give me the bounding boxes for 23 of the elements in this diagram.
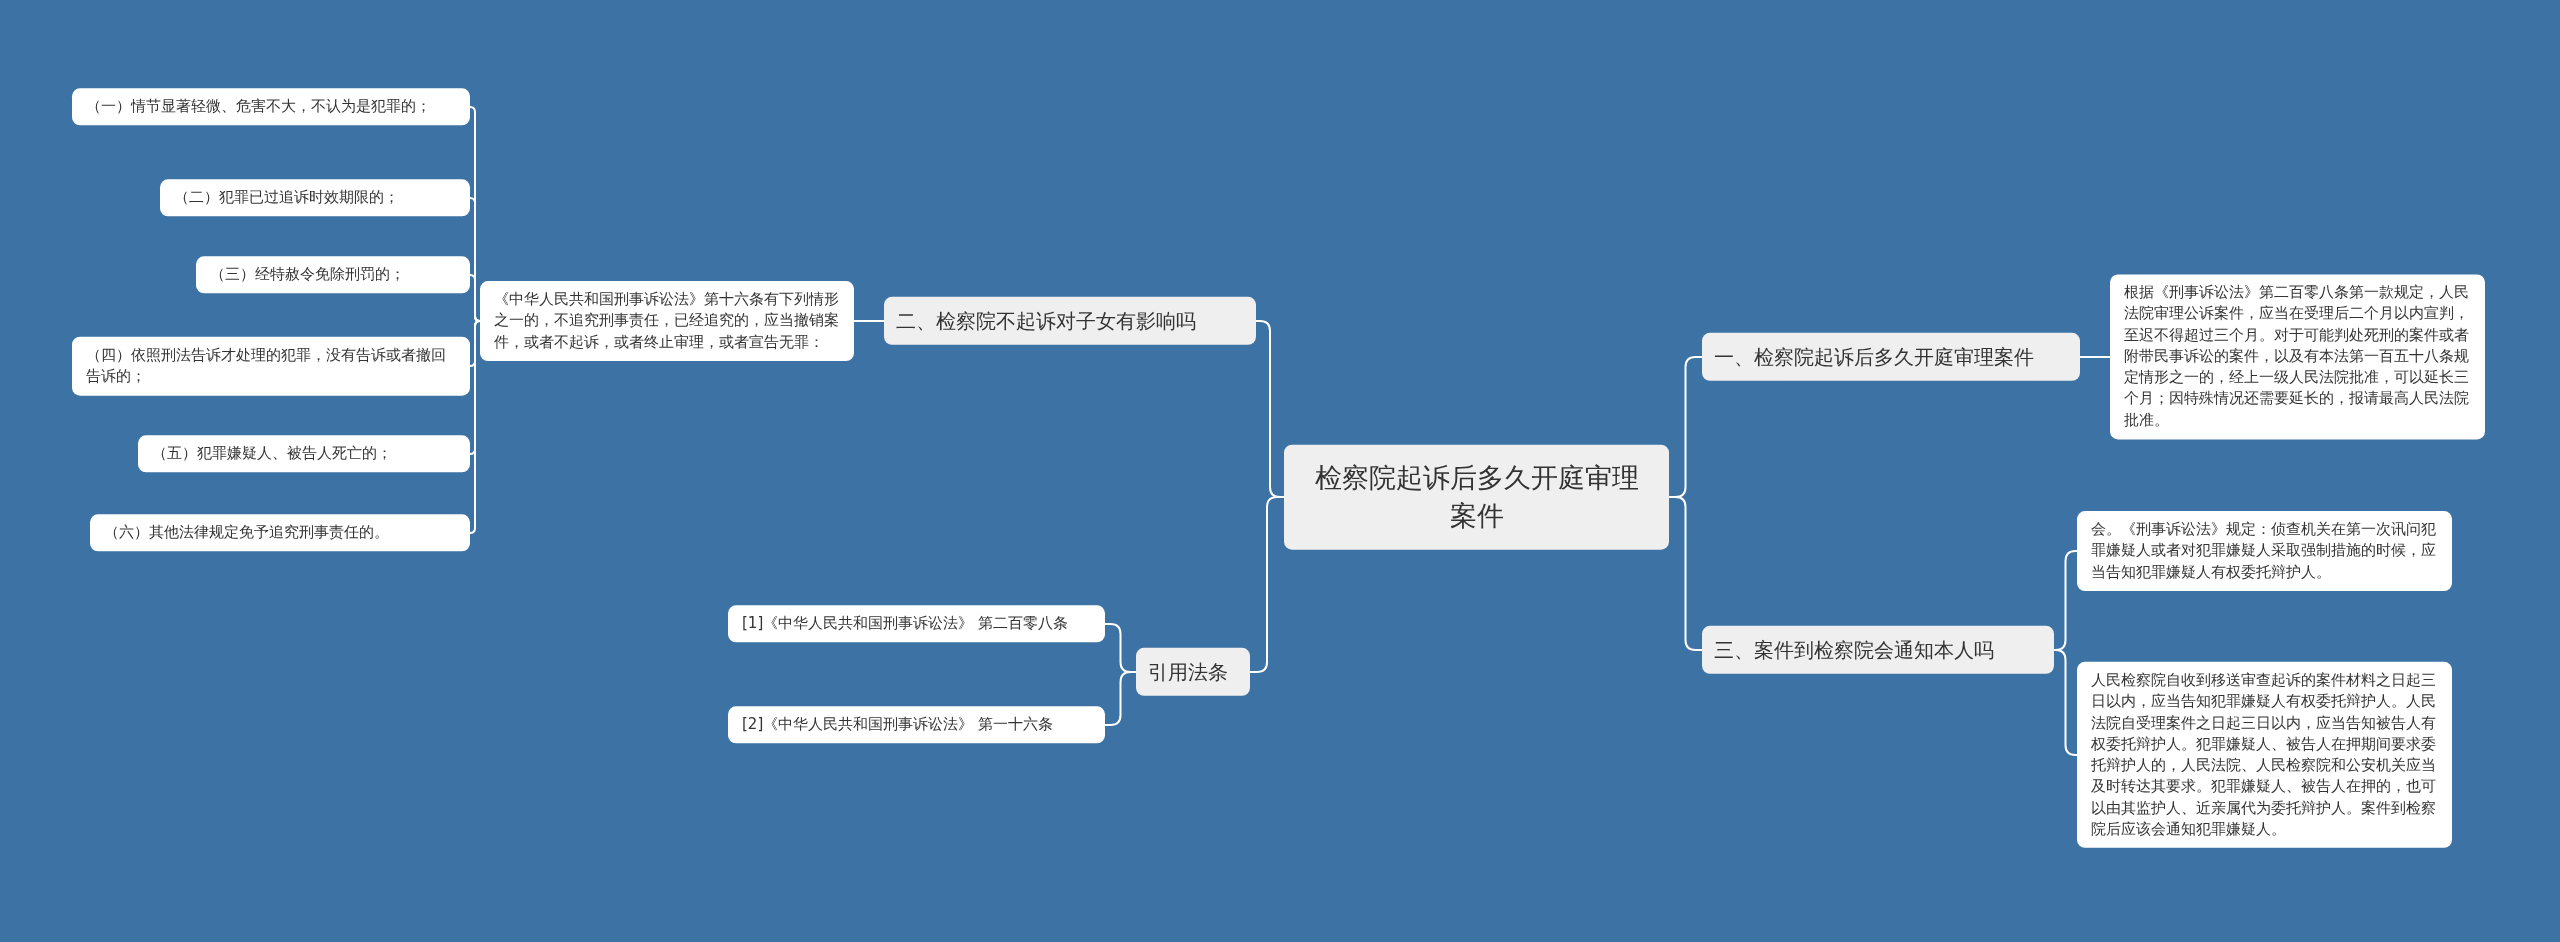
root-topic-box: 检察院起诉后多久开庭审理案件: [1284, 444, 1669, 550]
connector-line: [2053, 649, 2078, 756]
note-box: （一）情节显著轻微、危害不大，不认为是犯罪的；: [72, 88, 470, 126]
connector-line: [1668, 496, 1703, 651]
connector-line: [469, 320, 481, 534]
note-box: 会。《刑事诉讼法》规定：侦查机关在第一次讯问犯罪嫌疑人或者对犯罪嫌疑人采取强制措施的时候，应当告知犯罪嫌疑人有权委托辩护人。: [2077, 511, 2452, 591]
note-box: （五）犯罪嫌疑人、被告人死亡的；: [138, 435, 470, 473]
connector-line: [2079, 356, 2111, 358]
note-box: [1]《中华人民共和国刑事诉讼法》 第二百零八条: [728, 605, 1105, 643]
topic-box: 三、案件到检察院会通知本人吗: [1702, 625, 2054, 675]
note-box: （三）经特赦令免除刑罚的；: [196, 256, 470, 294]
topic-box: 二、检察院不起诉对子女有影响吗: [884, 296, 1256, 346]
note-box: （六）其他法律规定免予追究刑事责任的。: [90, 514, 470, 552]
note-box: （二）犯罪已过追诉时效期限的；: [160, 179, 470, 217]
note-box: 人民检察院自收到移送审查起诉的案件材料之日起三日以内，应当告知犯罪嫌疑人有权委托辩护人。人民法院自受理案件之日起三日以内，应当告知被告人有权委托辩护人。犯罪嫌疑人、被告人在押期间要求委托辩护人的，人民法院、人民检察院和公安机关应当及时转达其要求。犯罪嫌疑人、被告人在押的，也可以由其监护人、近亲属代为委托辩护人。案件到检察院后应该会通知犯罪嫌疑人。: [2077, 661, 2452, 849]
connector-line: [853, 320, 885, 322]
connector-line: [469, 274, 481, 322]
topic-box: 引用法条: [1136, 647, 1250, 697]
note-box: 根据《刑事诉讼法》第二百零八条第一款规定，人民法院审理公诉案件，应当在受理后二个月以内宣判，至迟不得超过三个月。对于可能判处死刑的案件或者附带民事诉讼的案件，以及有本法第一百五十八条规定情形之一的，经上一级人民法院批准，可以延长三个月；因特殊情况还需要延长的，报请最高人民法院批准。: [2110, 274, 2485, 440]
note-box: 《中华人民共和国刑事诉讼法》第十六条有下列情形之一的，不追究刑事责任，已经追究的，应当撤销案件，或者不起诉，或者终止审理，或者宣告无罪：: [480, 281, 854, 361]
note-box: （四）依照刑法告诉才处理的犯罪，没有告诉或者撤回告诉的；: [72, 336, 470, 396]
note-box: [2]《中华人民共和国刑事诉讼法》 第一十六条: [728, 706, 1105, 744]
topic-box: 一、检察院起诉后多久开庭审理案件: [1702, 332, 2080, 382]
